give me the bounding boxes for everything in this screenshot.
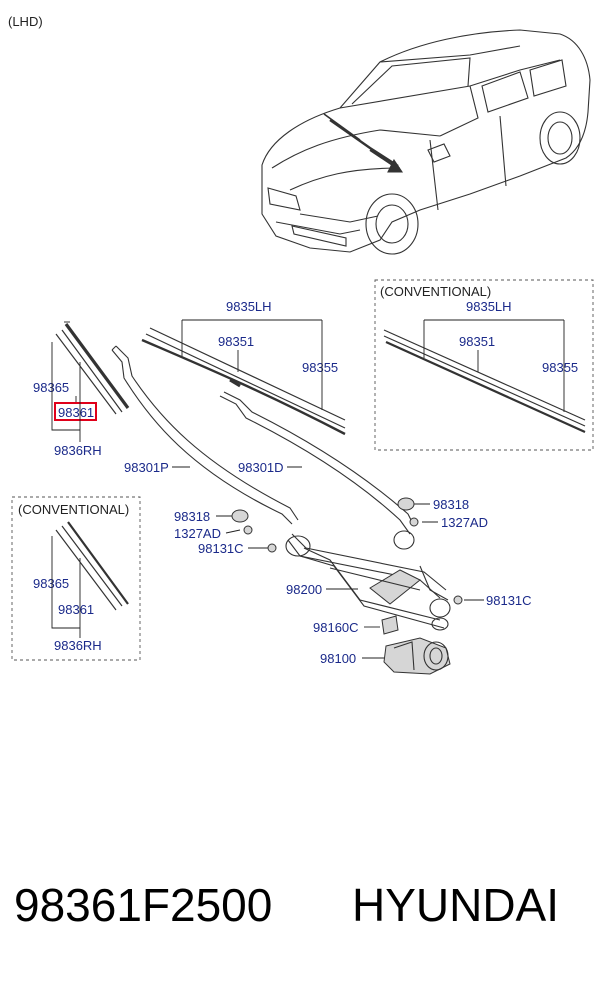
label-98351: 98351 <box>218 334 254 349</box>
brand-name: HYUNDAI <box>352 879 560 931</box>
cap-98318-left <box>231 509 249 523</box>
conventional-tag-right: (CONVENTIONAL) <box>380 284 491 299</box>
leaders-lh <box>181 319 323 410</box>
label-98160C: 98160C <box>313 620 359 635</box>
conventional-tag-left: (CONVENTIONAL) <box>18 502 129 517</box>
label-9836RH: 9836RH <box>54 443 102 458</box>
label-98361-conv: 98361 <box>58 602 94 617</box>
car-illustration <box>261 29 591 255</box>
label-98355-right: 98355 <box>542 360 578 375</box>
bracket-98160C <box>381 615 399 635</box>
label-9835LH: 9835LH <box>226 299 272 314</box>
label-9836RH-conv: 9836RH <box>54 638 102 653</box>
label-1327AD-left: 1327AD <box>174 526 221 541</box>
label-98365: 98365 <box>33 380 69 395</box>
blade-9836RH <box>55 321 130 415</box>
label-98131C-left: 98131C <box>198 541 244 556</box>
nut-98131C-left <box>267 543 277 553</box>
label-98100: 98100 <box>320 651 356 666</box>
label-98301D: 98301D <box>238 460 284 475</box>
label-1327AD-right: 1327AD <box>441 515 488 530</box>
leaders-hw-right <box>414 503 438 523</box>
highlight-98361 <box>54 402 97 421</box>
blade-9835LH <box>141 327 346 436</box>
label-98318-left: 98318 <box>174 509 210 524</box>
nut-98131C-right <box>453 595 463 605</box>
leaders-rh <box>51 342 81 442</box>
blade-conventional-right <box>383 329 586 434</box>
label-98318-right: 98318 <box>433 497 469 512</box>
wiper-parts-diagram: (LHD) <box>8 14 594 675</box>
label-98355: 98355 <box>302 360 338 375</box>
footer: 98361F2500 HYUNDAI <box>0 878 600 948</box>
label-9835LH-right: 9835LH <box>466 299 512 314</box>
nut-1327AD-right <box>409 517 419 527</box>
leaders-conv-left <box>51 536 81 638</box>
label-98200: 98200 <box>286 582 322 597</box>
wiper-arm-98301P <box>111 345 299 525</box>
label-98365-conv: 98365 <box>33 576 69 591</box>
part-number: 98361F2500 <box>14 879 273 931</box>
blade-conventional-left <box>55 521 129 611</box>
cap-98318-right <box>397 497 415 511</box>
motor-98100 <box>383 637 451 675</box>
lhd-tag: (LHD) <box>8 14 43 29</box>
leaders-hw-left <box>216 515 268 549</box>
nut-1327AD-left <box>243 525 253 535</box>
label-98351-right: 98351 <box>459 334 495 349</box>
label-98361: 98361 <box>58 405 94 420</box>
linkage-98200 <box>285 530 451 631</box>
label-98131C-right: 98131C <box>486 593 532 608</box>
conventional-box-left <box>11 496 141 661</box>
label-98301P: 98301P <box>124 460 169 475</box>
wiper-arm-98301D <box>219 391 415 535</box>
conventional-box-right <box>374 279 594 451</box>
leaders-right <box>423 319 565 412</box>
